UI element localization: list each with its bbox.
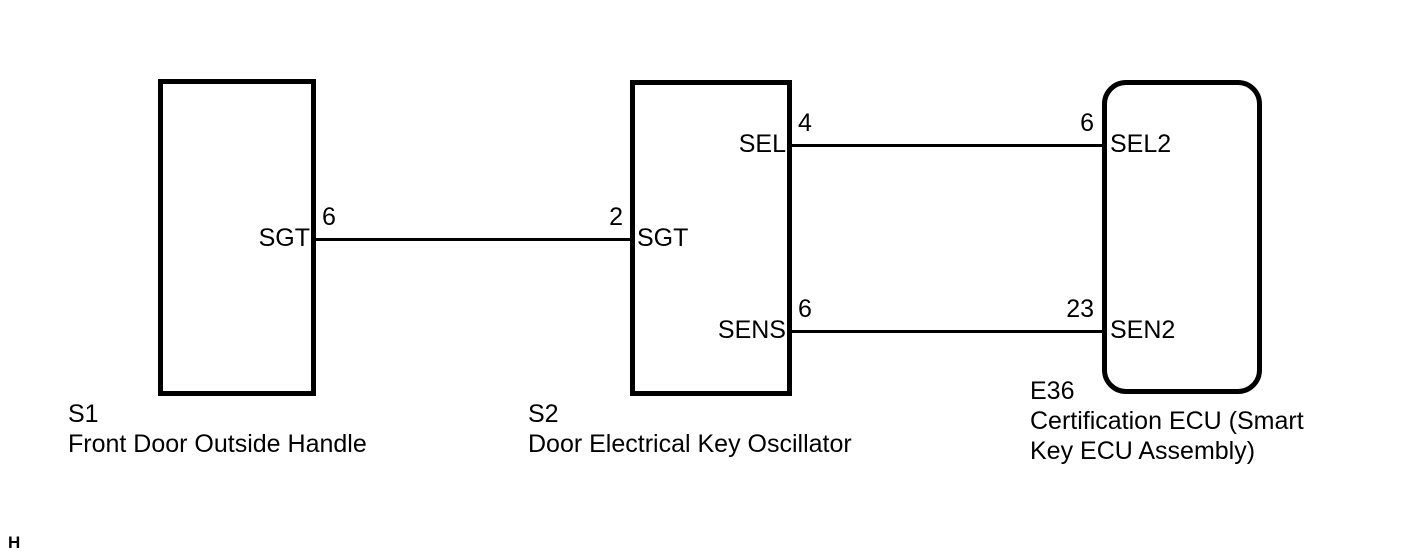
pin-number-s2-sgt: 2	[609, 203, 623, 231]
terminal-label-e36-sel2: SEL2	[1110, 130, 1172, 158]
pin-number-e36-sel2: 6	[1080, 109, 1094, 137]
wire-s2-sens-to-e36-sen2	[789, 330, 1105, 333]
component-code-s2: S2	[528, 400, 559, 428]
wire-s2-sel-to-e36-sel2	[789, 144, 1105, 147]
component-box-s2	[630, 80, 792, 396]
pin-number-e36-sen2: 23	[1066, 295, 1094, 323]
component-caption-s1: S1 Front Door Outside Handle	[68, 399, 367, 459]
page-marker: H	[8, 533, 21, 552]
component-code-s1: S1	[68, 400, 99, 428]
pin-number-s2-sens: 6	[798, 295, 812, 323]
component-code-e36: E36	[1030, 377, 1075, 405]
pin-number-s1-sgt: 6	[322, 203, 336, 231]
component-description-s1: Front Door Outside Handle	[68, 430, 367, 458]
terminal-label-s2-sel: SEL	[738, 130, 786, 158]
terminal-label-s2-sens: SENS	[717, 316, 786, 344]
terminal-label-s2-sgt: SGT	[637, 224, 689, 252]
component-caption-s2: S2 Door Electrical Key Oscillator	[528, 399, 852, 459]
wire-s1-sgt-to-s2-sgt	[313, 238, 633, 241]
pin-number-s2-sel: 4	[798, 109, 812, 137]
component-caption-e36: E36 Certification ECU (Smart Key ECU Ass…	[1030, 376, 1360, 466]
terminal-label-s1-sgt: SGT	[258, 224, 310, 252]
terminal-label-e36-sen2: SEN2	[1110, 316, 1176, 344]
component-box-s1	[158, 79, 316, 396]
component-description-s2: Door Electrical Key Oscillator	[528, 430, 852, 458]
component-description-e36-line1: Certification ECU (Smart	[1030, 407, 1304, 435]
component-box-e36	[1102, 80, 1262, 394]
component-description-e36-line2: Key ECU Assembly)	[1030, 437, 1256, 465]
